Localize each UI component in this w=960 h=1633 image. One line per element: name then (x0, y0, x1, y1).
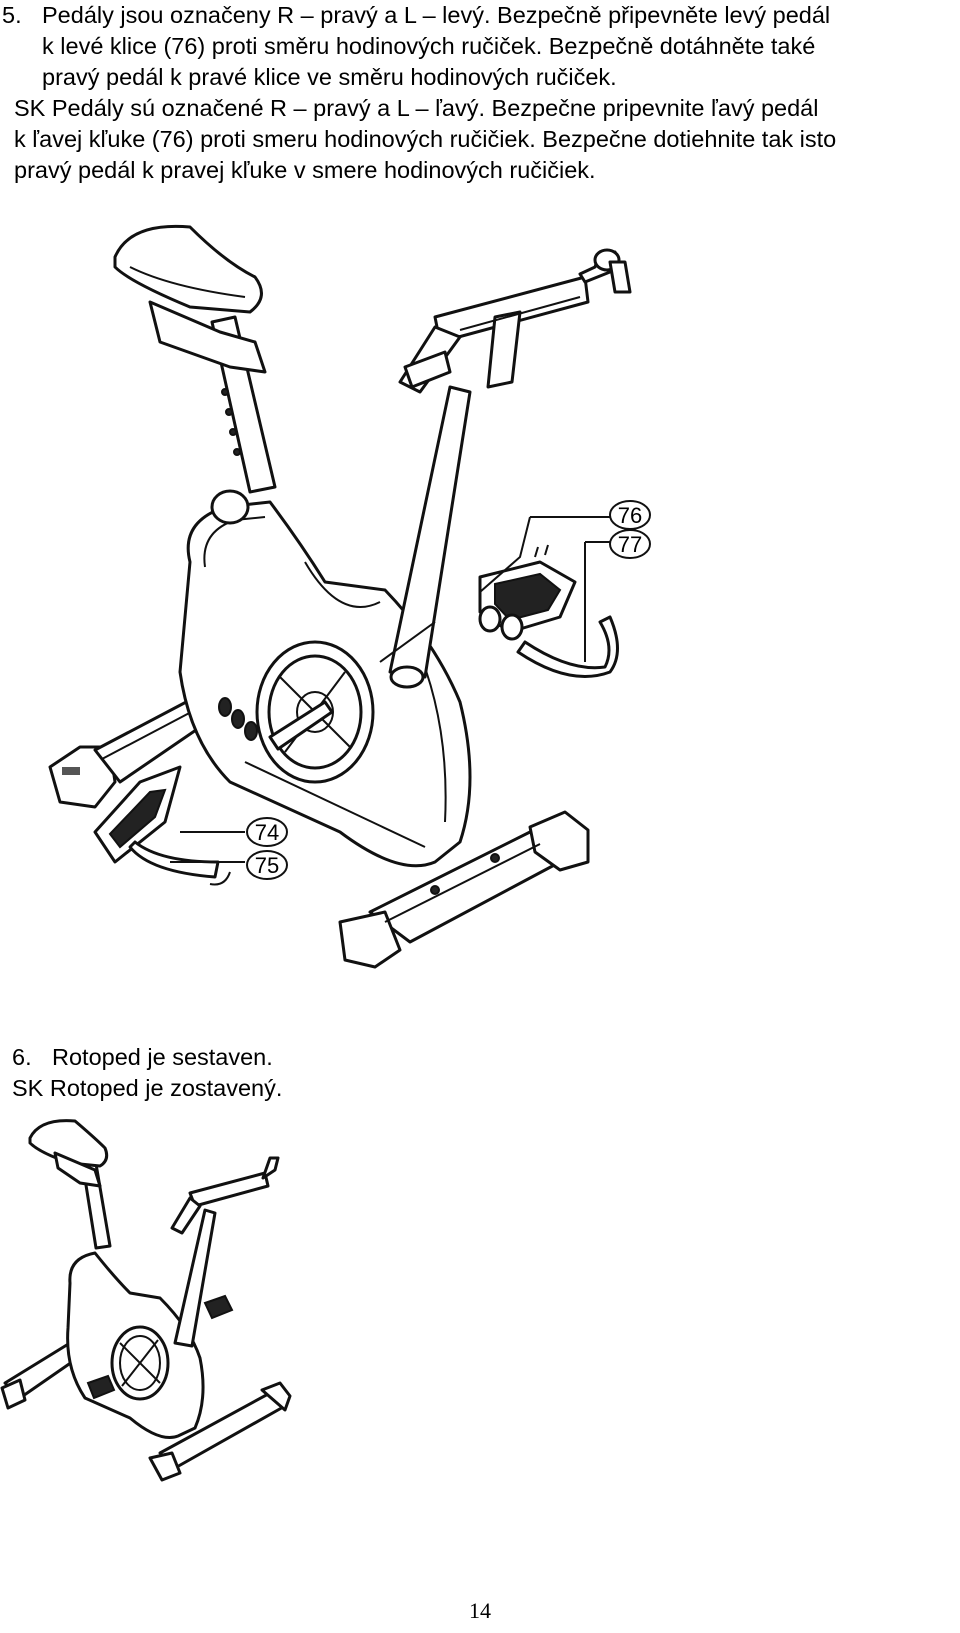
assembled-exercise-bike-diagram (0, 1119, 292, 1482)
callout-77: 77 (609, 529, 651, 559)
left-pedal (93, 765, 231, 886)
assembled-bike-illustration (0, 1118, 310, 1538)
step-5-text-line-2: k levé klice (76) proti směru hodinových… (42, 33, 816, 59)
step-5-number: 5. (2, 2, 22, 28)
callout-75: 75 (246, 850, 288, 880)
page-number: 14 (469, 1598, 491, 1623)
assembled-seat (28, 1119, 112, 1250)
step-5-sk-line-2: k ľavej kľuke (76) proti smeru hodinovýc… (14, 126, 837, 152)
step-6-text: Rotoped je sestaven. (52, 1044, 273, 1070)
step-6-instructions: 6. Rotoped je sestaven. SK Rotoped je zos… (12, 1042, 282, 1104)
callout-leaders (170, 516, 610, 863)
callout-74-label: 74 (255, 820, 279, 845)
step-6-number: 6. (12, 1044, 32, 1070)
step-5-text-line-3: pravý pedál k pravé klice ve směru hodin… (42, 64, 617, 90)
callout-75-label: 75 (255, 853, 279, 878)
step-5-text-line-1: Pedály jsou označeny R – pravý a L – lev… (42, 2, 831, 28)
assembled-front-stabilizer (148, 1381, 292, 1482)
step-5-sk-line-3: pravý pedál k pravej kľuke v smere hodin… (14, 157, 596, 183)
callout-76-label: 76 (618, 503, 642, 528)
frame-body (178, 500, 472, 868)
step-6-line-1: 6. Rotoped je sestaven. (12, 1042, 282, 1073)
front-stabilizer (338, 810, 590, 969)
callout-76: 76 (609, 500, 651, 530)
assembled-pedals (86, 1294, 234, 1400)
assembled-handlebars (170, 1156, 280, 1348)
step-6-sk-text: SK Rotoped je zostavený. (12, 1075, 283, 1101)
step-5-sk-line-1: SK Pedály sú označené R – pravý a L – ľa… (14, 95, 819, 121)
handlebar-assembly (388, 248, 632, 689)
step-5-line-1: 5. Pedály jsou označeny R – pravý a L – l… (2, 0, 836, 31)
callout-74: 74 (246, 817, 288, 847)
step-5-instructions: 5. Pedály jsou označeny R – pravý a L – l… (2, 0, 836, 186)
right-pedal (478, 544, 619, 678)
rear-stabilizer (48, 698, 217, 809)
exercise-bike-pedal-diagram: 76 77 74 75 (48, 224, 651, 969)
callout-77-label: 77 (618, 532, 642, 557)
pedal-assembly-illustration: 76 77 74 75 (40, 222, 920, 1022)
seat-assembly (113, 224, 277, 525)
